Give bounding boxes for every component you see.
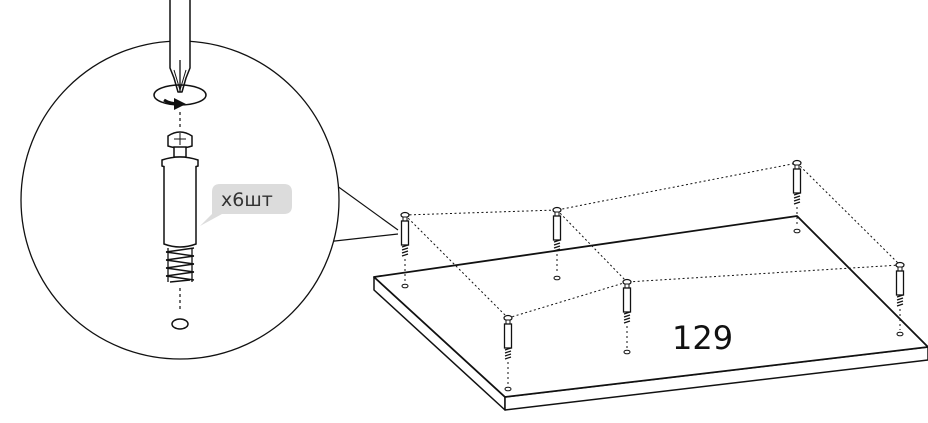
panel-hole	[793, 228, 801, 234]
zoom-detail: x6шт	[20, 0, 399, 360]
panel-dowel	[895, 261, 905, 337]
panel-hole	[896, 331, 904, 337]
guide-back-row	[404, 162, 798, 216]
guide-left	[404, 214, 509, 319]
panel-dowel	[503, 314, 513, 392]
panel: 129	[373, 162, 928, 411]
panel-top	[373, 215, 928, 398]
guide-right	[796, 162, 901, 266]
quantity-label: x6шт	[221, 189, 273, 211]
dowel-group	[400, 159, 905, 392]
panel-hole	[401, 283, 409, 289]
panel-dowel	[792, 159, 802, 234]
panel-hole	[553, 275, 561, 281]
panel-hole	[623, 349, 631, 355]
screwdriver-icon	[169, 0, 191, 93]
part-number: 129	[672, 319, 733, 357]
panel-dowel	[622, 278, 632, 355]
panel-dowel	[400, 211, 410, 289]
cam-dowel-icon	[161, 131, 199, 283]
panel-hole	[504, 386, 512, 392]
zoom-connector-upper	[332, 182, 399, 231]
guide-front-row	[507, 264, 901, 319]
rotate-arrow-icon	[153, 84, 207, 110]
quantity-callout: x6шт	[200, 184, 292, 226]
guide-mid	[556, 209, 628, 283]
panel-dowel	[552, 206, 562, 281]
mounting-hole	[171, 318, 189, 330]
